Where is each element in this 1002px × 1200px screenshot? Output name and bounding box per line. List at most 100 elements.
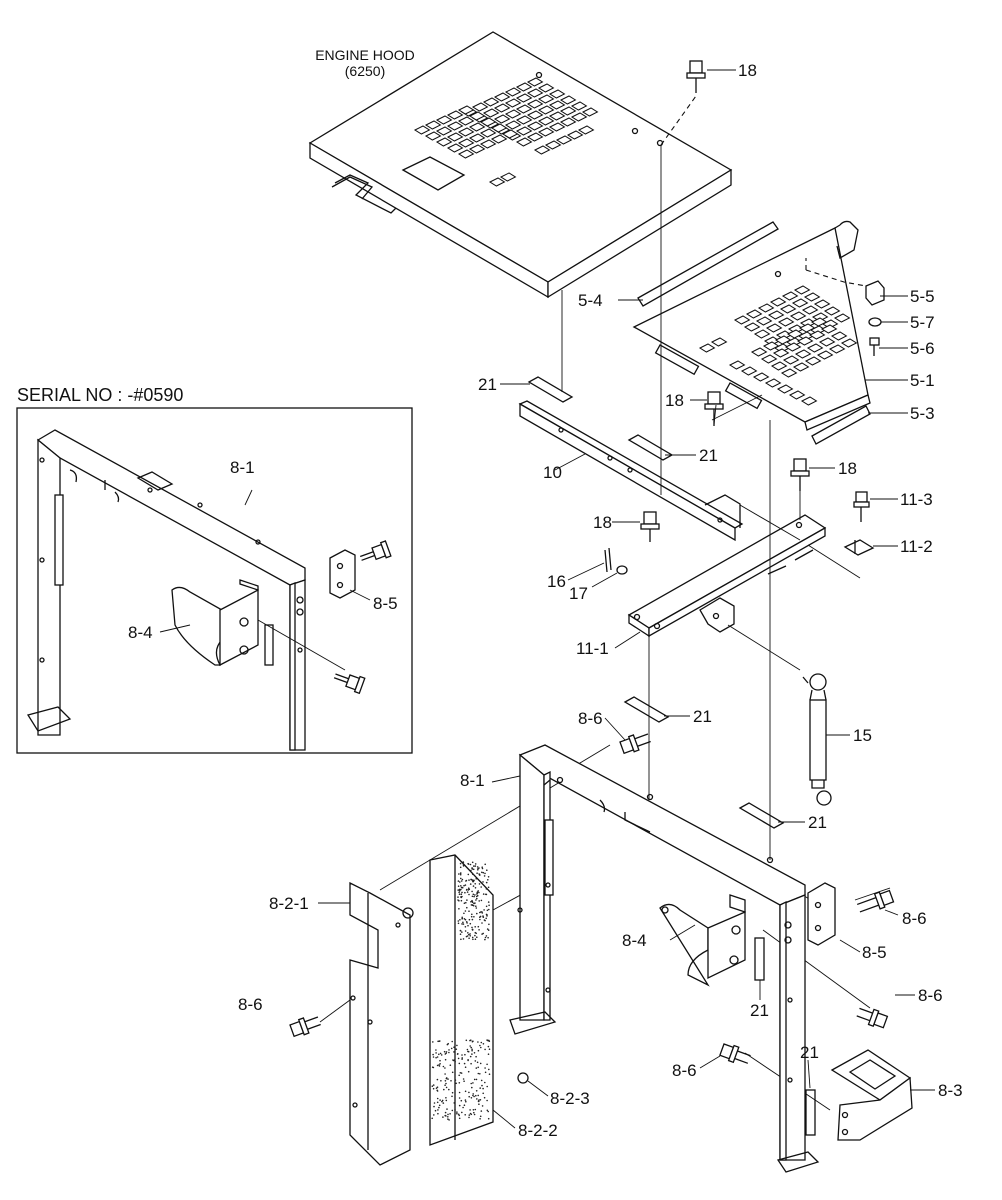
vent-hole: [786, 329, 804, 339]
inset-callout-8-4: 8-4: [128, 623, 153, 642]
perforation-dot: [436, 1056, 439, 1058]
perforation-dot: [477, 1094, 480, 1097]
vent-hole: [808, 330, 826, 340]
perforation-dot: [469, 1045, 472, 1047]
perforation-dot: [487, 1039, 489, 1042]
perforation-dot: [479, 916, 481, 918]
perforation-dot: [481, 933, 483, 935]
vent-hole: [776, 384, 794, 394]
vent-hole: [446, 110, 464, 120]
vent-hole: [446, 121, 464, 131]
leader-lines: [159, 69, 935, 1129]
perforation-dot: [471, 1086, 473, 1089]
perforation-dot: [486, 869, 488, 871]
perforation-dot: [460, 1072, 463, 1074]
perforation-dot: [462, 1078, 465, 1080]
perforation-dot: [472, 1109, 475, 1111]
perforation-dot: [474, 863, 477, 865]
perforation-dot: [447, 1113, 449, 1116]
callout-8-6: 8-6: [672, 1061, 697, 1080]
vent-hole: [770, 361, 788, 371]
perforation-dot: [461, 891, 463, 894]
vent-hole: [752, 372, 770, 382]
perforation-dot: [458, 1117, 461, 1120]
perforation-dot: [467, 889, 470, 891]
vent-hole: [803, 292, 821, 302]
perforation-dot: [456, 1111, 458, 1113]
vent-hole: [820, 324, 838, 334]
vent-hole: [537, 94, 555, 104]
perforation-dot: [485, 893, 487, 896]
vent-hole: [833, 313, 851, 323]
perforation-dot: [449, 1064, 452, 1066]
perforation-dot: [464, 910, 467, 912]
perforation-dot: [472, 885, 475, 887]
perforation-dot: [481, 922, 483, 924]
perforation-dot: [486, 915, 488, 917]
vent-hole: [764, 378, 782, 388]
perforation-dot: [458, 891, 460, 894]
perforation-dot: [485, 905, 488, 908]
perforation-dot: [465, 880, 467, 882]
perforation-dot: [471, 867, 473, 870]
vent-hole: [488, 177, 506, 187]
perforation-dot: [460, 1099, 463, 1102]
perforation-dot: [431, 1117, 434, 1120]
perforation-dot: [480, 886, 483, 888]
perforation-dot: [476, 1061, 479, 1064]
perforation-dot: [447, 1118, 449, 1120]
perforation-dot: [476, 897, 478, 900]
perforation-dot: [439, 1059, 441, 1062]
vent-hole: [777, 317, 795, 327]
callout-10: 10: [543, 463, 562, 482]
vent-hole: [779, 304, 797, 314]
vent-hole: [798, 323, 816, 333]
vent-hole: [784, 342, 802, 352]
vent-hole: [760, 354, 778, 364]
perforation-dot: [462, 1106, 464, 1109]
perforation-dot: [455, 1082, 458, 1085]
perforation-dot: [471, 918, 474, 921]
perforation-dot: [476, 894, 479, 897]
nut-8-2-3: [517, 1072, 529, 1084]
perforation-dot: [474, 887, 477, 889]
callout-8-1: 8-1: [460, 771, 485, 790]
perforation-dot: [472, 1094, 474, 1097]
callout-18: 18: [665, 391, 684, 410]
perforation-dot: [484, 1081, 486, 1084]
perforation-dot: [445, 1052, 447, 1055]
callout-16: 16: [547, 572, 566, 591]
perforation-dot: [469, 1109, 471, 1111]
vent-hole: [413, 125, 431, 135]
vent-hole: [830, 331, 848, 341]
perforation-dot: [444, 1058, 447, 1061]
vent-hole: [794, 349, 812, 359]
vent-hole: [482, 108, 500, 118]
vent-hole: [548, 122, 566, 132]
perforation-dot: [485, 917, 488, 920]
perforation-dot: [467, 1070, 470, 1073]
perforation-dot: [482, 871, 485, 874]
vent-hole: [435, 115, 453, 125]
perforation-dot: [484, 863, 487, 866]
vent-hole: [504, 109, 522, 119]
perforation-dot: [461, 1054, 463, 1056]
hood-title: ENGINE HOOD (6250): [300, 47, 430, 79]
perforation-dot: [475, 1078, 478, 1081]
perforation-dot: [471, 904, 474, 906]
vent-hole: [792, 362, 810, 372]
callout-21: 21: [800, 1043, 819, 1062]
perforation-dot: [435, 1052, 437, 1054]
perforation-dot: [483, 909, 485, 911]
perforation-dot: [471, 901, 474, 904]
perforation-dot: [467, 887, 470, 889]
perforation-dot: [438, 1106, 440, 1109]
vent-hole: [435, 137, 453, 147]
perforation-dot: [459, 1072, 462, 1074]
vent-hole: [479, 139, 497, 149]
vent-hole: [479, 128, 497, 138]
perforation-dot: [464, 1066, 467, 1068]
callout-8-6: 8-6: [918, 986, 943, 1005]
vent-hole: [548, 100, 566, 110]
perforation-dot: [468, 937, 470, 939]
